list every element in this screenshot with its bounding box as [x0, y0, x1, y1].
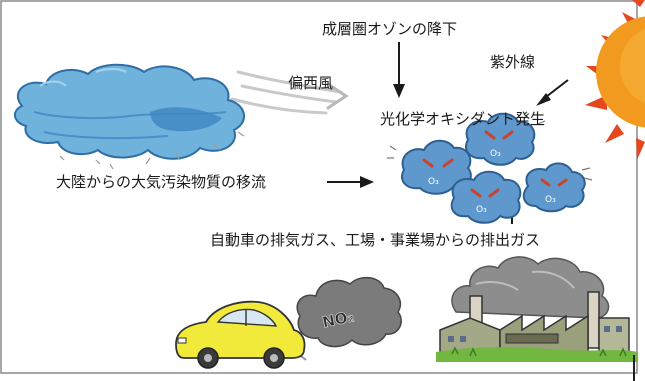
pollution-cloud-icon	[14, 63, 245, 170]
factory-smoke-icon	[451, 256, 610, 319]
factory-icon	[436, 291, 638, 362]
diagram-frame	[0, 0, 638, 374]
uv-arrow	[536, 79, 569, 106]
continental-transport-label: 大陸からの大気汚染物質の移流	[56, 173, 267, 191]
stratospheric-ozone-label: 成層圏オゾンの降下	[322, 20, 458, 38]
ozone-descent-arrow	[393, 42, 405, 98]
sun-icon	[585, 0, 645, 160]
ozone-cloud-icon: O₃	[450, 170, 522, 224]
ozone-symbol: O₃	[428, 177, 439, 187]
photochemical-oxidant-label: 光化学オキシダント発生	[380, 110, 546, 128]
ozone-symbol: O₃	[545, 195, 556, 205]
car-icon	[175, 300, 306, 369]
ozone-symbol: O₃	[490, 149, 501, 159]
exhaust-smoke-icon: NO₂	[275, 276, 402, 361]
continental-transport-arrow	[327, 176, 374, 188]
ozone-cloud-cluster: O₃ O₃ O₃ O₃	[387, 112, 593, 224]
emissions-label: 自動車の排気ガス、工場・事業場からの排出ガス	[210, 231, 541, 249]
ozone-cloud-icon: O₃	[465, 112, 536, 166]
westerlies-label: 偏西風	[288, 74, 334, 92]
uv-label: 紫外線	[490, 53, 536, 71]
ozone-symbol: O₃	[476, 205, 487, 215]
ozone-cloud-icon: O₃	[401, 139, 472, 195]
ozone-cloud-icon: O₃	[522, 162, 586, 213]
westerlies-wind-icon	[230, 70, 349, 115]
